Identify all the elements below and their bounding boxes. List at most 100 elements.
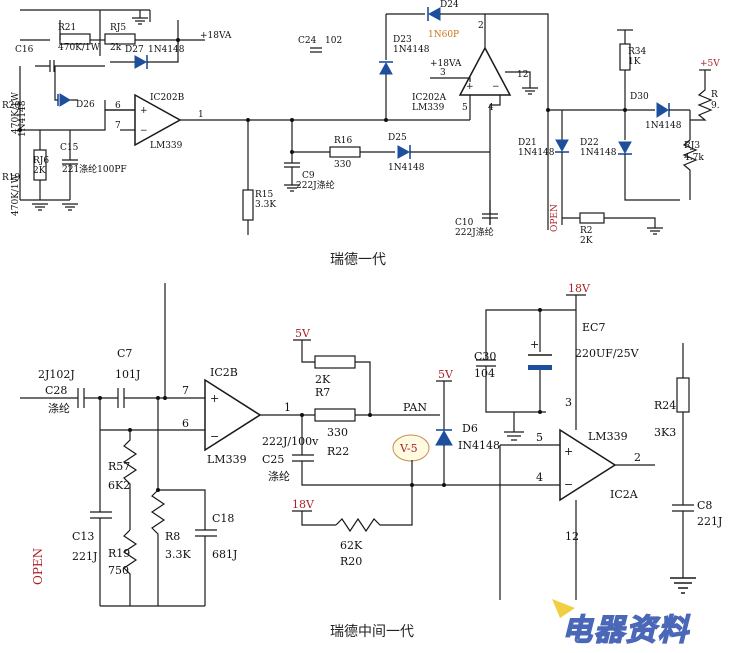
- ic202a-pin4: 4: [488, 103, 494, 113]
- ic2a-pin5: 5: [536, 431, 543, 444]
- d24-value: 1N60P: [428, 30, 459, 40]
- d26-diode-icon: [59, 93, 71, 107]
- ic2a-pin12: 12: [565, 530, 579, 543]
- r20-value: 470K/1W: [11, 91, 21, 134]
- r15-resistor: [242, 189, 254, 221]
- ic202b-type: LM339: [150, 141, 183, 151]
- ic202b-pin1: 1: [198, 110, 204, 120]
- r-cut-value: 9.: [711, 101, 720, 111]
- ic202b-opamp: [134, 93, 182, 147]
- ic2b-minus: −: [210, 430, 219, 443]
- c28-value: 2J102J: [38, 368, 75, 381]
- r57-resistor: [122, 430, 138, 530]
- ic202b-minus: −: [140, 126, 148, 136]
- d22-diode-icon: [618, 141, 632, 155]
- ic202a-opamp: [458, 46, 512, 96]
- c7-ref: C7: [117, 347, 132, 360]
- d6-value: IN4148: [458, 439, 500, 452]
- bottom-caption: 瑞德中间一代: [330, 624, 414, 640]
- ic202a-pin12: 12: [517, 70, 528, 80]
- d6-ref: D6: [462, 422, 478, 435]
- r20-ref: R20: [2, 101, 21, 111]
- r34-value: 1K: [628, 57, 641, 67]
- ec7-value: 220UF/25V: [575, 347, 640, 360]
- d27-ref: D27: [125, 45, 144, 55]
- v5-label: V-5: [399, 442, 418, 455]
- r57-value: 6K2: [108, 479, 130, 492]
- c8-ref: C8: [697, 499, 712, 512]
- top-caption: 瑞德一代: [330, 252, 386, 268]
- r24-resistor: [676, 377, 690, 413]
- ic202a-supply: +18VA: [430, 59, 462, 69]
- bottom-supply-18v-b: 18V: [568, 282, 591, 295]
- ic202b-ref: IC202B: [150, 93, 185, 103]
- bottom-supply-5v-b: 5V: [438, 368, 454, 381]
- c8-value: 221J: [697, 515, 722, 528]
- r2-ref: R2: [580, 226, 593, 236]
- ic2b-ref: IC2B: [210, 366, 238, 379]
- ic2a-pin3: 3: [565, 396, 572, 409]
- r22-ref: R22: [327, 445, 349, 458]
- watermark: 电器资料: [562, 613, 691, 648]
- r22-resistor: [314, 408, 356, 422]
- c9-ref: C9: [302, 171, 315, 181]
- ic2a-ref: IC2A: [610, 488, 639, 501]
- r2-resistor: [579, 212, 605, 224]
- r19-value: 750: [108, 564, 129, 577]
- c13-value: 221J: [72, 550, 97, 563]
- ic202a-type: LM339: [412, 103, 445, 113]
- ic2b-pin6: 6: [182, 417, 189, 430]
- r-cut-ref: R: [711, 90, 718, 100]
- ic202a-plus: +: [466, 82, 474, 92]
- ic2a-plus: +: [564, 445, 573, 458]
- d22-ref: D22: [580, 138, 599, 148]
- c28-type: 涤纶: [48, 401, 70, 415]
- ic202a-pin5: 5: [462, 103, 468, 113]
- ic202b-plus: +: [140, 106, 148, 116]
- rj5-ref: RJ5: [110, 23, 126, 33]
- ic2b-pin1: 1: [284, 401, 291, 414]
- d25-diode-icon: [397, 145, 411, 159]
- rj3-value: 4.7k: [684, 153, 704, 163]
- v5-node-tag: [392, 434, 430, 462]
- d6-diode-icon: [435, 429, 453, 446]
- r21-resistor: [59, 33, 91, 45]
- c9-value: 222J涤纶: [296, 179, 335, 191]
- ic2a-type: LM339: [588, 430, 628, 443]
- d27-diode-icon: [134, 55, 148, 69]
- r20-ref: R20: [340, 555, 362, 568]
- top-supply-18va: +18VA: [200, 31, 232, 41]
- c10-value: 222J涤纶: [455, 226, 494, 238]
- rj3-resistor: [682, 139, 698, 200]
- r7-resistor: [314, 355, 356, 369]
- d23-ref: D23: [393, 35, 412, 45]
- ic202a-pin2: 2: [478, 21, 484, 31]
- r20-resistor: [335, 460, 413, 533]
- ec7-plus: +: [530, 338, 539, 351]
- bottom-open-label: OPEN: [31, 548, 45, 585]
- d27-value: 1N4148: [148, 45, 185, 55]
- c28-ref: C28: [45, 384, 67, 397]
- rj6-value: 2K: [33, 166, 46, 176]
- d25-ref: D25: [388, 133, 407, 143]
- ic202b-pin7: 7: [115, 121, 121, 131]
- r8-ref: R8: [165, 530, 180, 543]
- r57-ref: R57: [108, 460, 130, 473]
- ec7-capacitor: [528, 365, 552, 370]
- c30-value: 104: [474, 367, 495, 380]
- c7-value: 101J: [115, 368, 140, 381]
- c15-value: 221涤纶100PF: [62, 163, 127, 175]
- r19-value: 470K/1W: [11, 173, 21, 216]
- r16-resistor: [329, 146, 361, 158]
- r21-ref: R21: [58, 23, 76, 33]
- ic202b-pin6: 6: [115, 101, 121, 111]
- d21-ref: D21: [518, 138, 537, 148]
- d30-ref: D30: [630, 92, 649, 102]
- d23-value: 1N4148: [393, 45, 430, 55]
- bottom-supply-5v-a: 5V: [295, 327, 311, 340]
- ic2b-type: LM339: [207, 453, 247, 466]
- ic2a-minus: −: [564, 478, 573, 491]
- c24-value: 102: [325, 36, 342, 46]
- top-supply-5v: +5V: [700, 59, 720, 69]
